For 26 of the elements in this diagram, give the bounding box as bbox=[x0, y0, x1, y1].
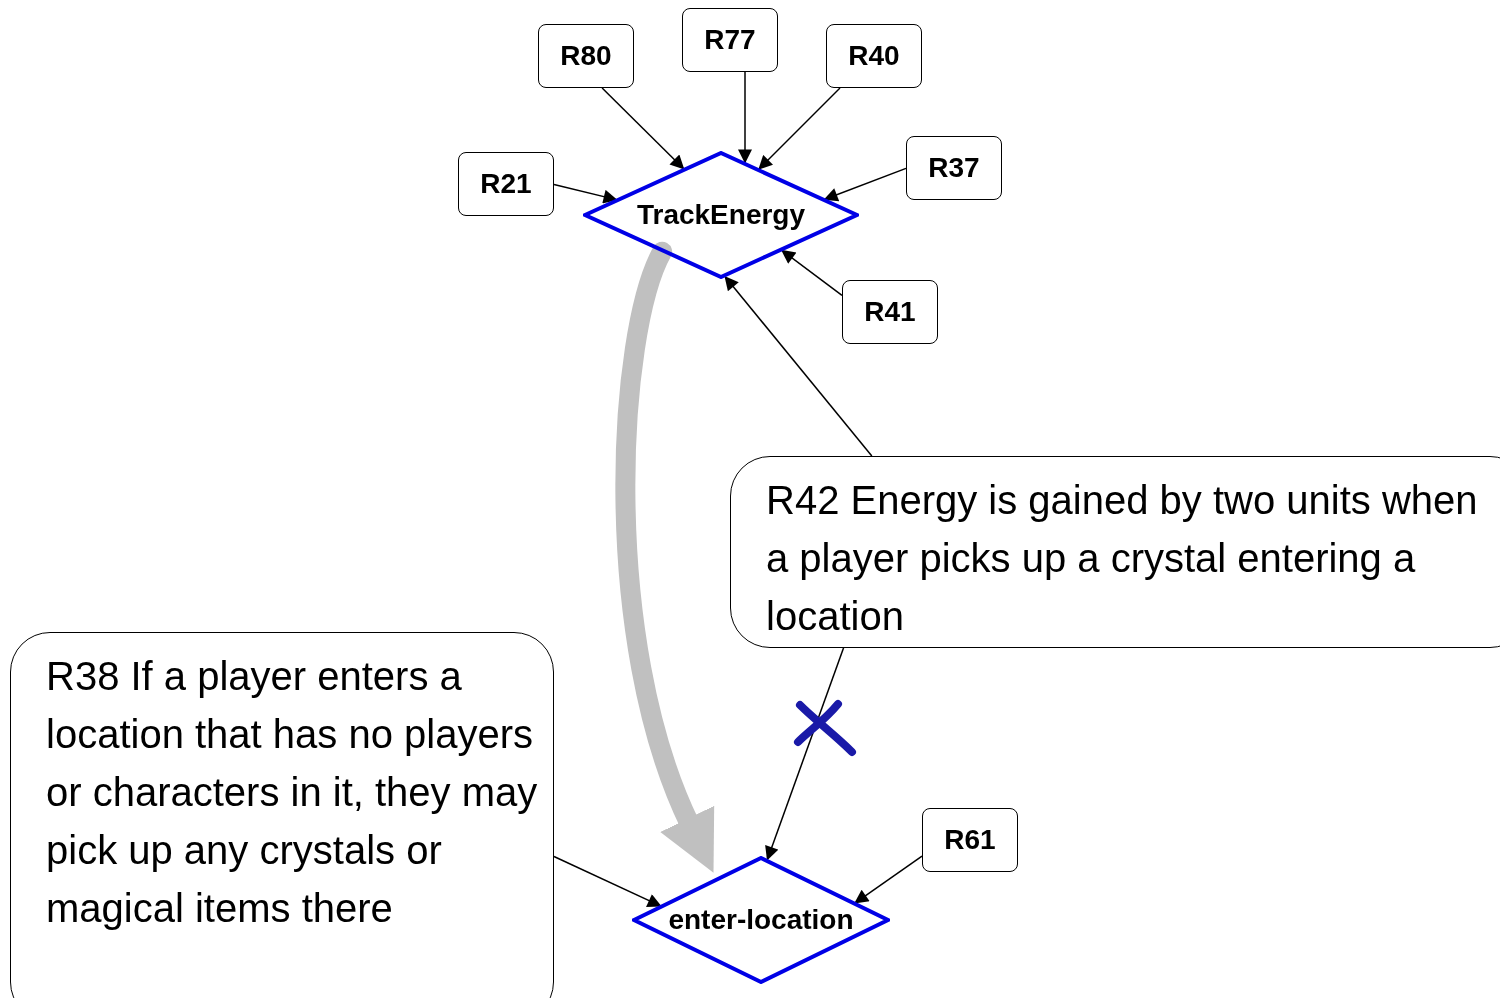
rule-label: R77 bbox=[704, 23, 756, 57]
decision-diamond bbox=[632, 856, 890, 984]
arrow bbox=[781, 249, 843, 297]
rule-label: R21 bbox=[480, 167, 532, 201]
arrow bbox=[765, 647, 845, 861]
rule-label: R37 bbox=[928, 151, 980, 185]
arrow bbox=[758, 87, 841, 170]
decision-diamond bbox=[583, 151, 859, 279]
rule-label: R61 bbox=[944, 823, 996, 857]
callout-box bbox=[10, 632, 554, 998]
arrow bbox=[553, 183, 618, 204]
rule-text: R42 Energy is gained by two units when a player picks up a crystal entering a location bbox=[766, 477, 1479, 640]
arrow bbox=[724, 275, 873, 457]
rule-label: R40 bbox=[848, 39, 900, 73]
callout-box bbox=[730, 456, 1500, 648]
arrow bbox=[854, 855, 923, 904]
rule-text: R38 If a player enters a location that has no players or characters in it, they may pick up any crystals or magical items there bbox=[46, 653, 539, 932]
arrow bbox=[553, 855, 662, 907]
curved-arrow bbox=[615, 241, 716, 875]
arrow bbox=[601, 87, 685, 170]
node-label: enter-location bbox=[668, 906, 854, 934]
arrow bbox=[823, 167, 907, 202]
rule-label: R80 bbox=[560, 39, 612, 73]
rule-label: R41 bbox=[864, 295, 916, 329]
arrow bbox=[738, 71, 752, 164]
node-label: TrackEnergy bbox=[636, 201, 806, 229]
